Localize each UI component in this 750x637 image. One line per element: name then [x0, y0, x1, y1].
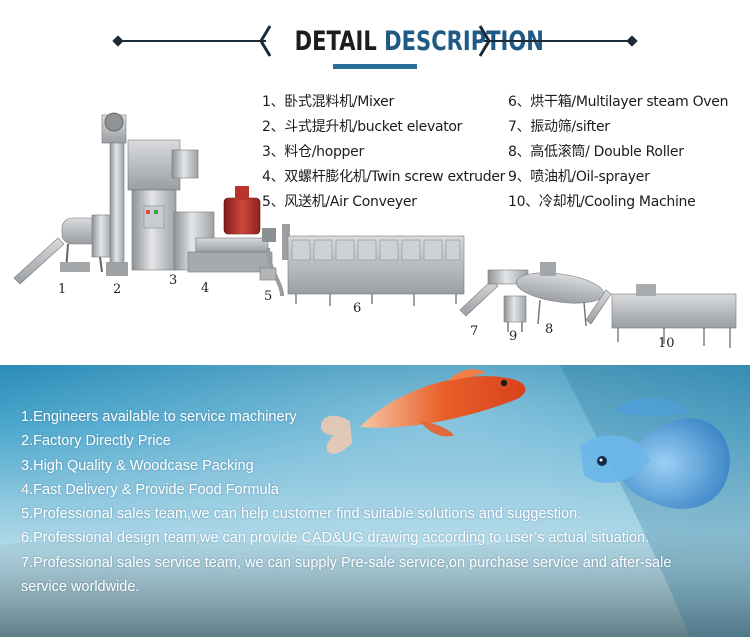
header: DETAIL DESCRIPTION	[0, 0, 750, 80]
machine-air-conveyer	[259, 247, 284, 297]
feature-item: 3.High Quality & Woodcase Packing	[21, 457, 254, 474]
machine-number: 4	[201, 281, 209, 296]
component-item: 6、烘干箱/Multilayer steam Oven	[508, 94, 729, 110]
feature-item: 4.Fast Delivery & Provide Food Formula	[21, 481, 279, 498]
machine-number: 9	[509, 329, 517, 344]
features-banner: 1.Engineers available to service machine…	[0, 365, 750, 637]
component-item: 5、风送机/Air Conveyer	[262, 194, 417, 210]
goldfish-icon	[320, 369, 526, 454]
component-item: 8、高低滚筒/ Double Roller	[508, 144, 684, 160]
component-list-left: 1、卧式混料机/Mixer 2、斗式提升机/bucket elevator 3、…	[262, 90, 508, 215]
component-item: 3、料仓/hopper	[262, 144, 364, 160]
machine-number: 3	[169, 273, 177, 288]
feature-item: 5.Professional sales team,we can help cu…	[21, 506, 582, 523]
component-item: 7、振动筛/sifter	[508, 119, 610, 135]
feature-item: 6.Professional design team,we can provid…	[21, 530, 650, 547]
machine-number: 8	[545, 322, 553, 337]
machine-double-roller	[516, 262, 612, 327]
machine-number: 6	[353, 301, 361, 316]
machine-number: 5	[264, 289, 272, 304]
component-item: 4、双螺杆膨化机/Twin screw extruder	[262, 169, 506, 185]
machine-hopper	[127, 139, 199, 271]
feature-item: 2.Factory Directly Price	[21, 433, 171, 450]
page-title: DETAIL DESCRIPTION	[294, 22, 544, 62]
component-list-right: 6、烘干箱/Multilayer steam Oven 7、振动筛/sifter…	[508, 90, 748, 215]
blue-fish-icon	[580, 397, 730, 509]
machine-multilayer-oven	[282, 224, 465, 306]
header-rule-left	[118, 40, 266, 42]
machine-number: 10	[658, 336, 675, 351]
feature-item: 7.Professional sales service team, we ca…	[21, 554, 672, 596]
component-item: 9、喷油机/Oil-sprayer	[508, 169, 650, 185]
machine-twin-screw-extruder	[173, 186, 276, 273]
component-item: 1、卧式混料机/Mixer	[262, 94, 394, 110]
machine-oil-sprayer	[503, 295, 527, 332]
machine-number: 2	[113, 282, 121, 297]
machine-number: 1	[58, 282, 66, 297]
machine-bucket-elevator	[101, 112, 128, 276]
machine-mixer	[13, 214, 113, 285]
feature-list: 1.Engineers available to service machine…	[21, 405, 741, 599]
machine-cooling	[611, 284, 737, 348]
header-rule-right	[484, 40, 632, 42]
component-item: 2、斗式提升机/bucket elevator	[262, 119, 463, 135]
bracket-left-icon	[259, 25, 272, 57]
component-item: 10、冷却机/Cooling Machine	[508, 194, 696, 210]
title-underline	[333, 64, 417, 69]
production-line-illustration: 1 2 3 4 5 6 7 9 8 10	[13, 112, 737, 351]
title-word-detail: DETAIL	[294, 26, 377, 57]
machine-number: 7	[470, 324, 478, 339]
feature-item: 1.Engineers available to service machine…	[21, 409, 297, 425]
underwater-background	[0, 365, 750, 637]
